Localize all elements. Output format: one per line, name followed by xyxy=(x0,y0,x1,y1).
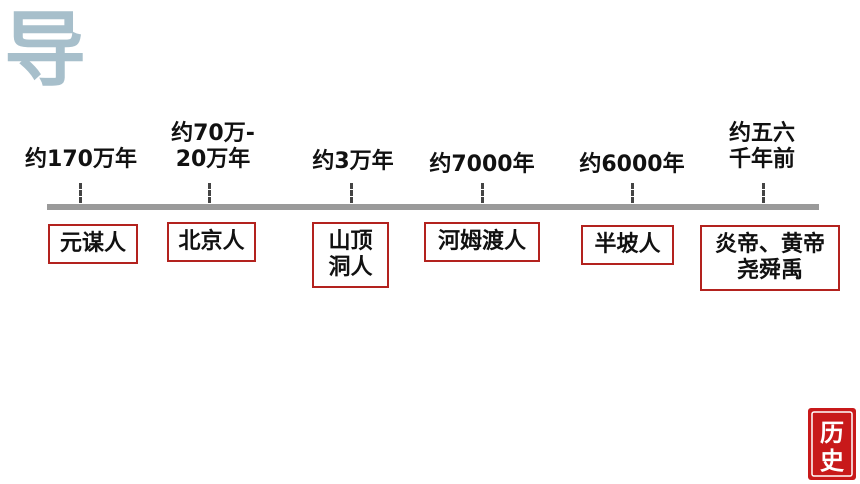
seal-char: 历 xyxy=(820,418,844,447)
time-label-line: 约3万年 xyxy=(312,149,394,174)
node-shanding: 山顶 洞人 xyxy=(312,222,389,288)
time-label-hemudu: 约7000年 xyxy=(418,152,546,178)
time-label-line: 20万年 xyxy=(175,147,251,172)
timeline-tick xyxy=(762,183,765,203)
time-label-yandi: 约五六 千年前 xyxy=(712,121,812,173)
node-yandi: 炎帝、黄帝 尧舜禹 xyxy=(700,225,840,291)
node-label: 山顶 xyxy=(328,229,373,254)
time-label-banpo: 约6000年 xyxy=(568,152,696,178)
page-title: 导 xyxy=(4,3,87,98)
node-label: 河姆渡人 xyxy=(437,229,526,254)
time-label-line: 约6000年 xyxy=(579,152,685,177)
node-banpo: 半坡人 xyxy=(581,225,674,265)
timeline-tick xyxy=(350,183,353,203)
time-label-beijing: 约70万- 20万年 xyxy=(158,121,268,173)
node-yuanmou: 元谋人 xyxy=(48,224,138,264)
timeline-tick xyxy=(631,183,634,203)
node-label: 洞人 xyxy=(328,255,373,280)
timeline-tick xyxy=(79,183,82,203)
history-seal-glyphs: 历 史 xyxy=(811,411,853,477)
node-label: 半坡人 xyxy=(594,232,661,257)
timeline-tick xyxy=(481,183,484,203)
node-hemudu: 河姆渡人 xyxy=(424,222,540,262)
time-label-line: 约170万年 xyxy=(25,147,137,172)
node-label: 北京人 xyxy=(178,229,245,254)
node-beijing: 北京人 xyxy=(167,222,256,262)
time-label-line: 约70万- xyxy=(171,121,255,146)
time-label-line: 约7000年 xyxy=(429,152,535,177)
timeline-tick xyxy=(208,183,211,203)
node-label: 炎帝、黄帝 xyxy=(714,232,825,257)
time-label-line: 约五六 xyxy=(728,121,795,146)
time-label-shanding: 约3万年 xyxy=(298,149,408,175)
seal-char: 史 xyxy=(820,446,845,475)
time-label-line: 千年前 xyxy=(728,147,795,172)
timeline-axis xyxy=(47,204,819,210)
node-label: 元谋人 xyxy=(59,231,126,256)
history-seal-icon: 历 史 xyxy=(808,408,856,480)
node-label: 尧舜禹 xyxy=(736,258,803,283)
time-label-yuanmou: 约170万年 xyxy=(16,147,146,173)
